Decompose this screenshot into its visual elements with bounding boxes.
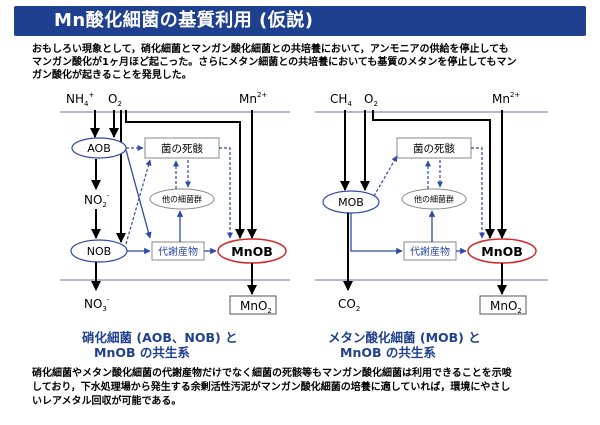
manganese-label: Mn2+ (239, 91, 267, 106)
title-bar: Mn酸化細菌の基質利用 (仮説) (14, 6, 586, 36)
mno2-box (479, 295, 527, 315)
mno2-label: MnO2 (490, 299, 522, 315)
caption-line: MnOB の共生系 (340, 345, 436, 360)
nitrite-label: NO2- (84, 192, 110, 209)
mnob-label: MnOB (231, 244, 273, 259)
other-bacteria-node (401, 188, 467, 210)
right-caption: メタン酸化細菌 (MOB) と MnOB の共生系 (328, 330, 481, 360)
caption-line: MnOB の共生系 (94, 345, 190, 360)
metabolites-label: 代謝産物 (158, 245, 198, 258)
aob-label: AOB (87, 142, 111, 155)
left-diagram: NH4+ O2 Mn2+ AOB NO2- NOB NO3- 菌の死骸 他の細菌… (60, 91, 290, 315)
mno2-box (229, 295, 277, 315)
metabolites-label: 代謝産物 (410, 245, 450, 258)
conclusion-line: いレアメタル回収が可能である。 (32, 396, 182, 407)
mno2-label: MnO2 (240, 299, 272, 315)
conclusion-line: しており，下水処理場から発生する余剰活性汚泥がマンガン酸化細菌の培養に適していれ… (32, 382, 511, 393)
intro-line: マンガン酸化が1ヶ月ほど起こった。さらにメタン細菌との共培養においても基質のメタ… (32, 57, 517, 68)
mnob-label: MnOB (481, 244, 523, 259)
right-diagram: CH4 O2 Mn2+ MOB CO2 菌の死骸 他の細菌群 代謝産物 MnOB… (315, 91, 548, 315)
other-bacteria-label: 他の細菌群 (414, 194, 454, 204)
intro-paragraph: おもしろい現象として，硝化細菌とマンガン酸化細菌との共培養において，アンモニアの… (32, 43, 577, 82)
other-bacteria-node (149, 188, 215, 210)
co2-label: CO2 (338, 297, 360, 313)
intro-line: ガン酸化が起きることを発見した。 (32, 70, 192, 81)
methane-label: CH4 (330, 92, 352, 108)
left-caption: 硝化細菌 (AOB、NOB) と MnOB の共生系 (82, 330, 238, 360)
mob-label: MOB (338, 196, 364, 209)
other-bacteria-label: 他の細菌群 (162, 194, 202, 204)
dead-cells-label: 菌の死骸 (413, 143, 455, 155)
caption-line: 硝化細菌 (AOB、NOB) と (82, 330, 238, 345)
manganese-label: Mn2+ (492, 91, 520, 106)
nitrate-label: NO3- (84, 296, 110, 313)
conclusion-line: 硝化細菌やメタン酸化細菌の代謝産物だけでなく細菌の死骸等もマンガン酸化細菌は利用… (32, 368, 512, 379)
ammonium-label: NH4+ (66, 91, 94, 108)
conclusion-paragraph: 硝化細菌やメタン酸化細菌の代謝産物だけでなく細菌の死骸等もマンガン酸化細菌は利用… (32, 367, 577, 409)
page-title: Mn酸化細菌の基質利用 (仮説) (54, 10, 314, 31)
dead-cells-label: 菌の死骸 (161, 143, 203, 155)
nob-label: NOB (87, 245, 111, 258)
intro-line: おもしろい現象として，硝化細菌とマンガン酸化細菌との共培養において，アンモニアの… (32, 44, 509, 55)
oxygen-label: O2 (364, 92, 378, 108)
oxygen-label: O2 (108, 92, 122, 108)
caption-line: メタン酸化細菌 (MOB) と (328, 330, 481, 345)
